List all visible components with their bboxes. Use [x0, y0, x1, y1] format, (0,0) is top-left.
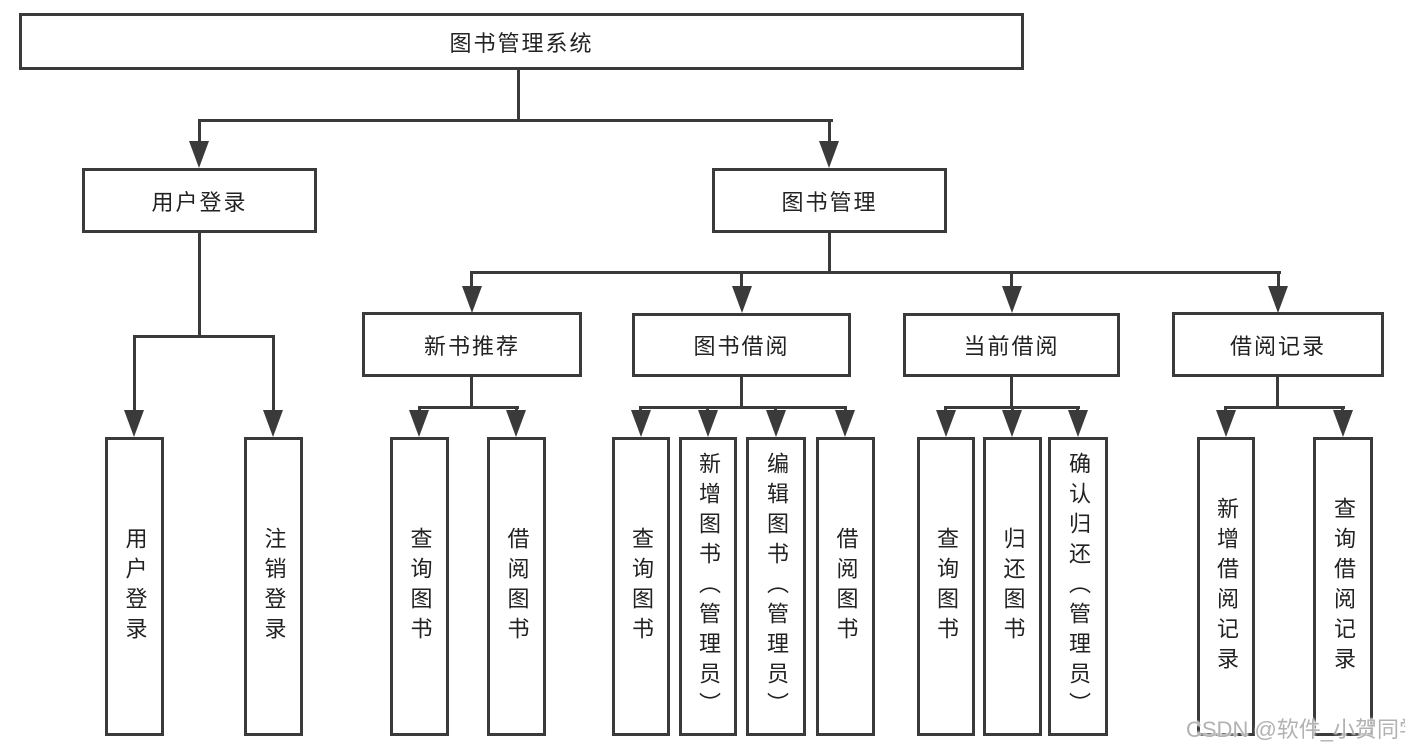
connector-current-borrowing-stem2 [1010, 377, 1013, 408]
arrowhead-icon [766, 410, 786, 437]
arrowhead-icon [936, 410, 956, 437]
connector-book-borrowing-stem2 [740, 377, 743, 408]
connector-to-current-borrowing-stem [1010, 271, 1013, 288]
arrowhead-icon [835, 410, 855, 437]
leaf-label: 编辑图书（管理员） [764, 451, 789, 722]
node-label: 新书推荐 [423, 333, 520, 359]
leaf-label: 借阅图书 [504, 526, 530, 647]
leaf-query-books-recommend: 查询图书 [390, 437, 449, 736]
leaf-borrow-books-borrowing: 借阅图书 [816, 437, 875, 736]
connector-user-login-stem [198, 232, 201, 338]
arrowhead-icon [732, 286, 752, 313]
arrowhead-icon [1002, 410, 1022, 437]
node-current-borrowing: 当前借阅 [903, 313, 1120, 377]
node-new-book-recommend: 新书推荐 [362, 312, 582, 377]
arrowhead-icon [1002, 286, 1022, 313]
connector-borrowing-records-hbar [1224, 406, 1345, 409]
node-label: 当前借阅 [963, 334, 1060, 359]
arrowhead-icon [1333, 410, 1353, 437]
leaf-label: 新增借阅记录 [1214, 496, 1239, 677]
leaf-label: 用户登录 [122, 526, 148, 647]
node-label: 图书借阅 [693, 334, 790, 359]
connector-new-book-stem [470, 377, 473, 408]
arrowhead-icon [698, 410, 718, 437]
leaf-confirm-return-admin: 确认归还（管理员） [1048, 437, 1108, 736]
node-label: 借阅记录 [1229, 333, 1326, 359]
arrowhead-icon [409, 410, 429, 437]
connector-to-user-login-stem [198, 119, 201, 144]
connector-borrowing-records-stem2 [1276, 377, 1279, 408]
arrowhead-icon [1216, 410, 1236, 437]
leaf-query-borrow-record: 查询借阅记录 [1313, 437, 1373, 736]
leaf-label: 借阅图书 [833, 526, 859, 647]
connector-to-book-borrowing-stem [740, 271, 743, 288]
arrowhead-icon [462, 286, 482, 313]
connector-user-login-hbar [133, 335, 275, 338]
leaf-user-login: 用户登录 [105, 437, 164, 736]
node-user-login: 用户登录 [82, 168, 317, 233]
node-book-borrowing: 图书借阅 [632, 313, 851, 377]
leaf-add-book-admin: 新增图书（管理员） [679, 437, 737, 736]
leaf-query-books-borrowing: 查询图书 [612, 437, 670, 736]
connector-to-book-management-stem [828, 119, 831, 144]
connector-root-stem [517, 69, 520, 121]
connector-book-borrowing-hbar [639, 406, 847, 409]
arrowhead-icon [631, 410, 651, 437]
connector-root-hbar [198, 119, 833, 122]
leaf-label: 新增图书（管理员） [696, 451, 721, 722]
leaf-label: 查询图书 [629, 526, 654, 647]
connector-book-management-hbar [470, 271, 1281, 274]
arrowhead-icon [819, 141, 839, 168]
leaf-return-book: 归还图书 [983, 437, 1042, 736]
node-book-management-system: 图书管理系统 [19, 13, 1024, 70]
arrowhead-icon [1068, 410, 1088, 437]
leaf-label: 查询图书 [934, 526, 959, 647]
leaf-borrow-books-recommend: 借阅图书 [487, 437, 546, 736]
csdn-watermark: CSDN @软件_小贺同学 [1186, 717, 1405, 742]
leaf-add-borrow-record: 新增借阅记录 [1197, 437, 1255, 736]
arrowhead-icon [263, 410, 283, 437]
leaf-label: 查询图书 [407, 526, 433, 647]
connector-to-leaf-user-login [133, 335, 136, 412]
connector-to-borrowing-records-stem [1277, 271, 1280, 288]
leaf-logout: 注销登录 [244, 437, 303, 736]
leaf-edit-book-admin: 编辑图书（管理员） [746, 437, 806, 736]
leaf-label: 确认归还（管理员） [1066, 451, 1091, 722]
connector-book-management-stem [828, 233, 831, 274]
arrowhead-icon [124, 410, 144, 437]
node-borrowing-records: 借阅记录 [1172, 312, 1384, 377]
arrowhead-icon [506, 410, 526, 437]
arrowhead-icon [189, 141, 209, 168]
node-label: 图书管理系统 [449, 30, 594, 56]
node-book-management: 图书管理 [712, 168, 947, 233]
leaf-query-books-current: 查询图书 [917, 437, 975, 736]
arrowhead-icon [1268, 286, 1288, 313]
connector-to-leaf-logout [272, 335, 275, 412]
leaf-label: 注销登录 [261, 526, 287, 647]
node-label: 图书管理 [781, 189, 878, 215]
node-label: 用户登录 [151, 189, 248, 215]
connector-to-new-book-stem [470, 271, 473, 288]
connector-new-book-hbar [418, 406, 519, 409]
leaf-label: 归还图书 [1000, 526, 1026, 647]
leaf-label: 查询借阅记录 [1331, 496, 1356, 677]
